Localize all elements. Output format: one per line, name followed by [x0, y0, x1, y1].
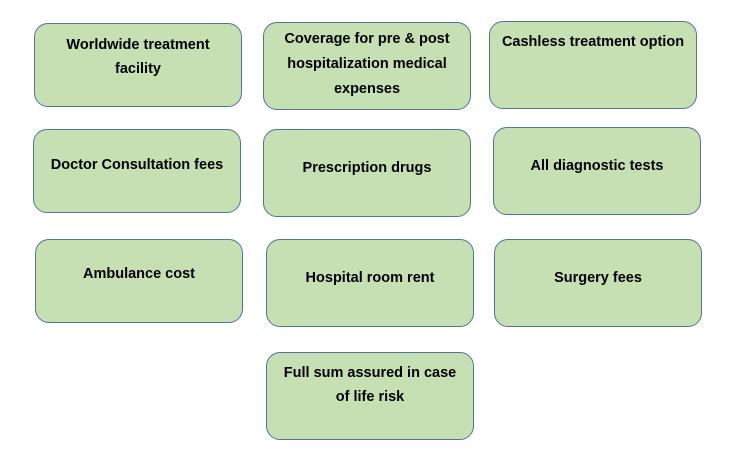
node-label: Coverage for pre & post hospitalization …: [284, 31, 450, 97]
node-hospital-room-rent: Hospital room rent: [266, 239, 474, 327]
node-label: All diagnostic tests: [530, 158, 664, 174]
node-label: Worldwide treatment facility: [66, 37, 210, 77]
node-label: Cashless treatment option: [501, 34, 685, 50]
node-surgery-fees: Surgery fees: [494, 239, 702, 327]
node-label: Full sum assured in case of life risk: [283, 365, 457, 405]
node-pre-post-hospitalization: Coverage for pre & post hospitalization …: [263, 22, 471, 110]
node-doctor-consultation: Doctor Consultation fees: [33, 129, 241, 213]
node-cashless-treatment: Cashless treatment option: [489, 21, 697, 109]
node-label: Hospital room rent: [305, 270, 435, 286]
node-worldwide-treatment: Worldwide treatment facility: [34, 23, 242, 107]
node-diagnostic-tests: All diagnostic tests: [493, 127, 701, 215]
node-prescription-drugs: Prescription drugs: [263, 129, 471, 217]
node-label: Prescription drugs: [302, 160, 432, 176]
node-ambulance-cost: Ambulance cost: [35, 239, 243, 323]
node-label: Ambulance cost: [83, 266, 195, 282]
node-label: Surgery fees: [554, 270, 642, 286]
node-label: Doctor Consultation fees: [50, 157, 224, 173]
node-full-sum-assured: Full sum assured in case of life risk: [266, 352, 474, 440]
